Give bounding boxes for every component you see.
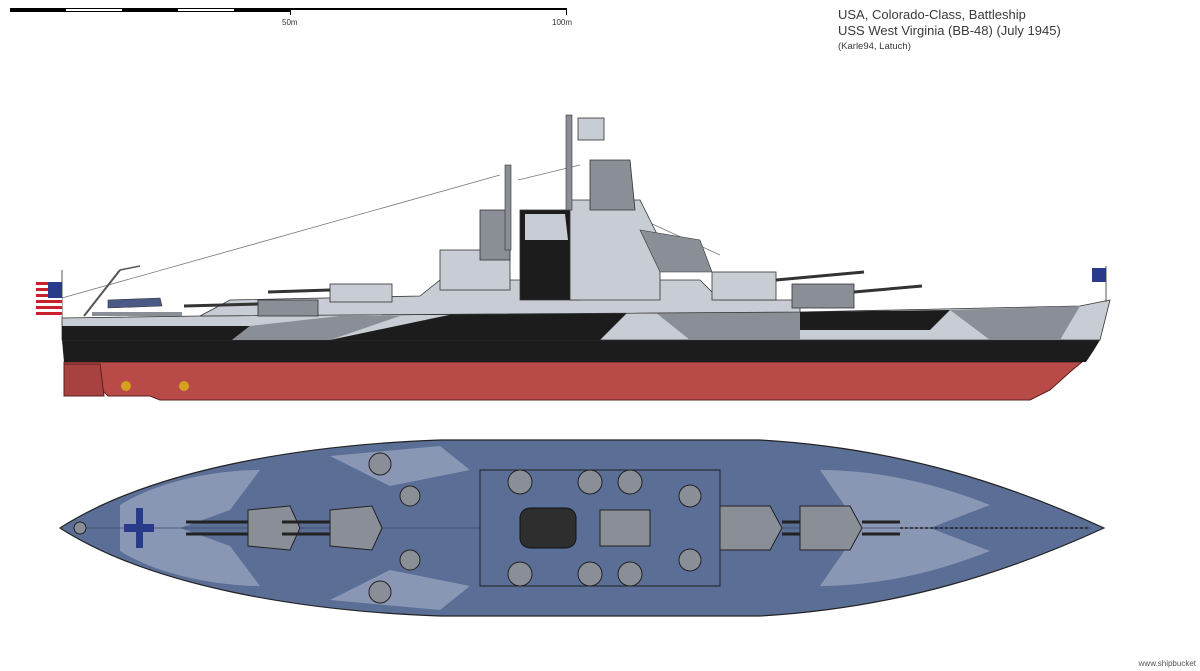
credit-text: www.shipbucket [1138,659,1196,668]
seaplane-icon [124,508,154,548]
mount-icon [507,469,533,495]
camo-patch [62,326,250,340]
mount-icon [399,549,421,571]
catapult [92,312,182,316]
gun-barrel [267,288,331,294]
mount-icon [399,485,421,507]
scale-segment [66,8,122,12]
title-line-class: USA, Colorado-Class, Battleship [838,7,1026,22]
bridge-wing [639,229,713,273]
deck-camo-patch [330,446,470,486]
scale-bar: 50m 100m [10,8,572,30]
mount-icon [368,580,392,604]
mount-icon [617,561,643,587]
scale-segment [178,8,234,12]
scale-tick [290,8,291,15]
bridge-top [599,509,651,547]
scale-segment [234,8,290,12]
mainmast [504,164,512,251]
mount-icon [368,452,392,476]
title-block: USA, Colorado-Class, Battleship USS West… [838,7,1061,54]
deck-camo-patch [330,570,470,610]
propeller-icon [121,381,131,391]
turret-aft-upper [329,283,393,303]
mount-icon [577,469,603,495]
us-flag-icon [36,282,62,316]
camo-patch [232,316,400,340]
scale-label-100m: 100m [552,18,573,27]
mount-icon [678,484,702,508]
gun-barrel [853,284,923,294]
rigging-line [61,174,501,299]
scale-segment [122,8,178,12]
seaplane-icon [107,297,163,309]
boot-topping [62,340,1100,362]
crane-icon [83,269,121,317]
side-profile [36,114,1111,401]
deck-camo-patch [120,470,260,586]
turret-top [799,505,900,551]
turret-top [186,505,301,551]
title-line-authors: (Karle94, Latuch) [838,41,911,52]
conning-tower [589,159,636,211]
title-line-ship: USS West Virginia (BB-48) (July 1945) [838,23,1061,38]
capstan-icon [73,521,87,535]
scale-segment [10,8,66,12]
foremast [565,114,573,211]
hull-lower [63,361,1084,401]
funnel-cap [525,214,568,240]
stern-skeg [63,363,105,397]
gun-barrel [775,270,865,282]
mount-icon [507,561,533,587]
mount-icon [577,561,603,587]
turret-top [282,505,383,551]
turret-fwd-upper [711,271,777,301]
top-view [58,439,1106,617]
radar-antenna-icon [577,117,605,141]
funnel-top [519,507,577,549]
propeller-icon [179,381,189,391]
turret-aft-lower [257,299,319,317]
scale-tick [566,8,567,15]
camo-patch [950,306,1080,340]
fwd-superstructure [569,199,661,301]
crane-jib [119,265,141,271]
mount-icon [617,469,643,495]
mount-icon [678,548,702,572]
camo-patch [800,310,950,330]
gun-barrel [183,302,259,308]
turret-fwd-lower [791,283,855,309]
scale-label-50m: 50m [282,18,298,27]
jack-flag-icon [1092,268,1106,282]
